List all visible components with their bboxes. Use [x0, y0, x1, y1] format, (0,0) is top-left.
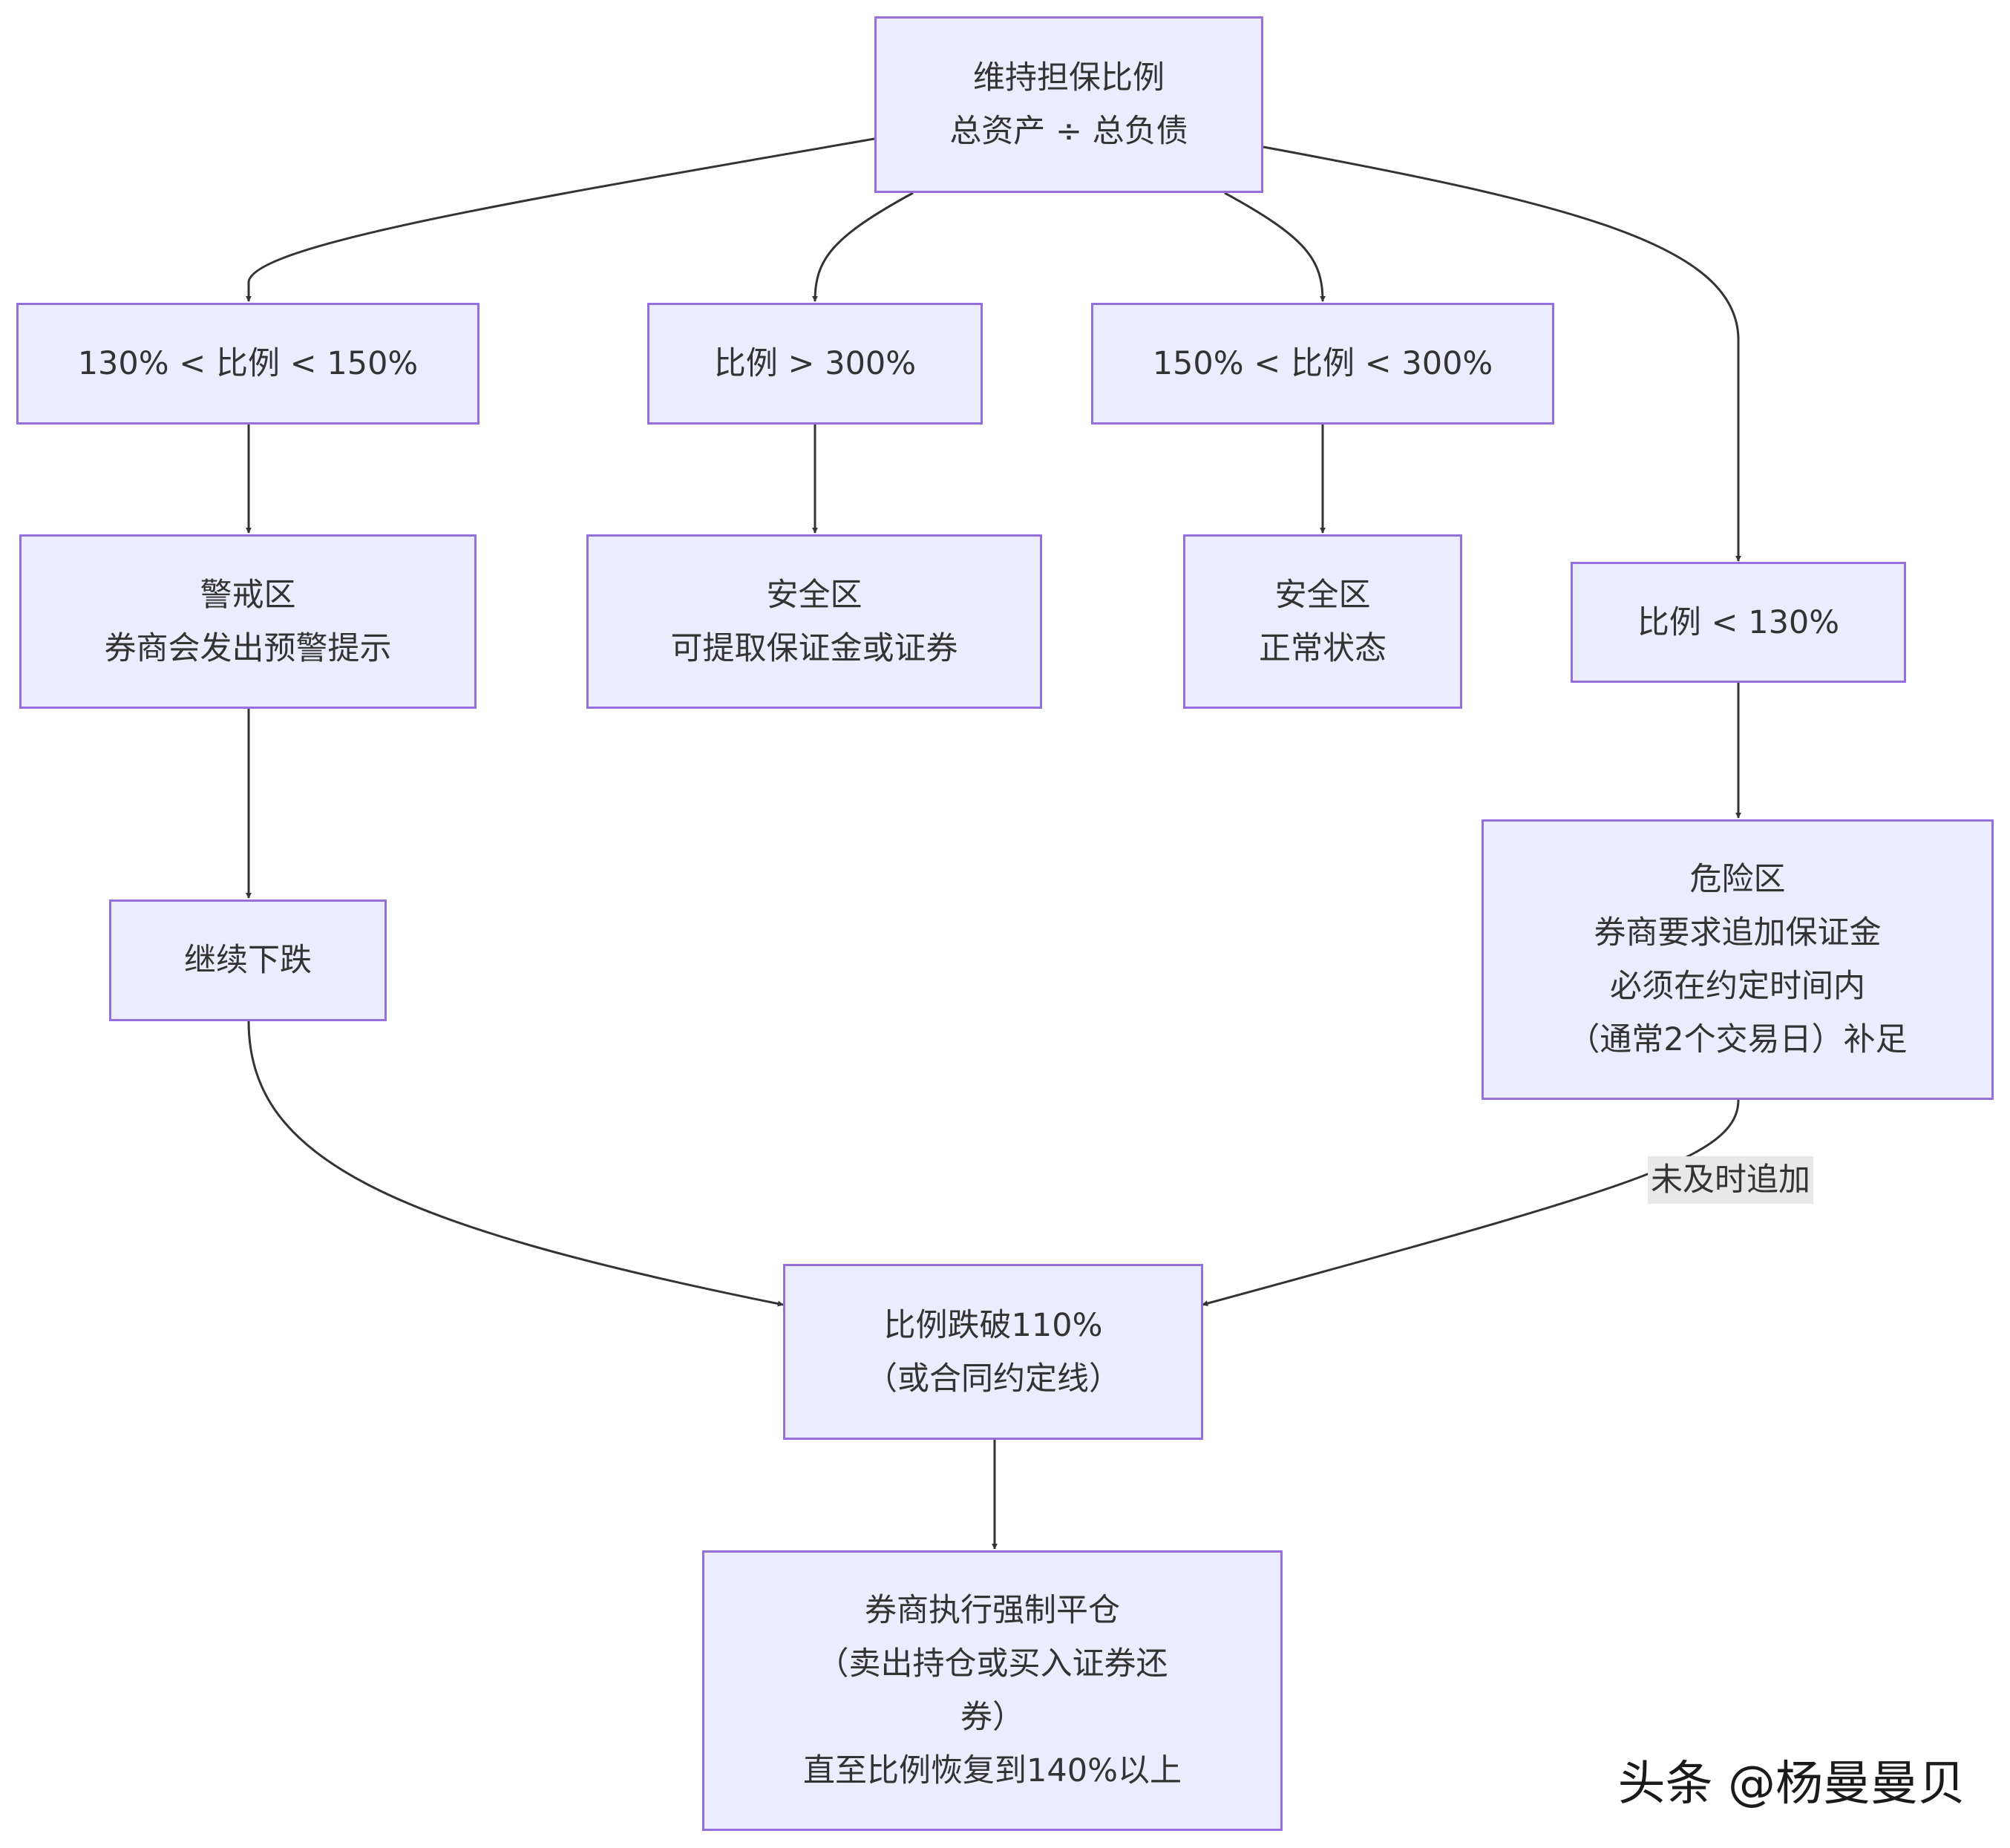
node-danger-zone-line: 券商要求追加保证金 — [1594, 914, 1882, 951]
node-break-110: 比例跌破110% （或合同约定线） — [783, 1264, 1203, 1440]
node-root-line: 总资产 ÷ 总负债 — [949, 113, 1188, 150]
node-ratio-150-300: 150% < 比例 < 300% — [1091, 303, 1554, 425]
node-break-110-line: 比例跌破110% — [883, 1306, 1103, 1344]
node-safe-zone-withdraw-line: 可提取保证金或证券 — [670, 629, 958, 667]
node-warning-zone-line: 券商会发出预警提示 — [104, 629, 392, 667]
node-safe-zone-normal-line: 正常状态 — [1259, 629, 1387, 667]
node-ratio-150-300-line: 150% < 比例 < 300% — [1152, 345, 1493, 382]
node-forced-liquidation-line: 券） — [960, 1699, 1024, 1736]
edge-root-to-150-300 — [1224, 191, 1326, 302]
node-ratio-gt-300-line: 比例 > 300% — [713, 345, 917, 382]
node-root: 维持担保比例 总资产 ÷ 总负债 — [874, 16, 1263, 193]
node-forced-liquidation-line: 直至比例恢复到140%以上 — [803, 1752, 1182, 1789]
node-danger-zone-line: 危险区 — [1689, 861, 1786, 898]
node-ratio-lt-130: 比例 < 130% — [1571, 562, 1906, 683]
edge-label-not-in-time: 未及时追加 — [1648, 1156, 1813, 1204]
node-safe-zone-normal-line: 安全区 — [1274, 576, 1371, 614]
node-safe-zone-withdraw: 安全区 可提取保证金或证券 — [586, 534, 1042, 709]
node-forced-liquidation-line: （卖出持仓或买入证券还 — [816, 1645, 1168, 1682]
node-safe-zone-normal: 安全区 正常状态 — [1183, 534, 1462, 709]
node-danger-zone: 危险区 券商要求追加保证金 必须在约定时间内 （通常2个交易日）补足 — [1482, 819, 1994, 1100]
node-root-line: 维持担保比例 — [973, 59, 1165, 96]
node-ratio-lt-130-line: 比例 < 130% — [1637, 603, 1840, 641]
node-ratio-130-150: 130% < 比例 < 150% — [16, 303, 479, 425]
node-danger-zone-line: 必须在约定时间内 — [1610, 968, 1865, 1005]
watermark: 头条 @杨曼曼贝 — [1617, 1757, 1965, 1812]
node-ratio-130-150-line: 130% < 比例 < 150% — [77, 345, 419, 382]
node-forced-liquidation-line: 券商执行强制平仓 — [865, 1592, 1120, 1629]
node-continue-fall: 继续下跌 — [109, 900, 387, 1021]
node-break-110-line: （或合同约定线） — [865, 1360, 1121, 1398]
edge-root-to-lt130 — [1263, 145, 1741, 562]
node-safe-zone-withdraw-line: 安全区 — [766, 576, 862, 614]
edge-root-to-130-150 — [246, 137, 875, 302]
node-continue-fall-line: 继续下跌 — [184, 942, 312, 979]
node-warning-zone-line: 警戒区 — [200, 576, 296, 614]
node-warning-zone: 警戒区 券商会发出预警提示 — [19, 534, 477, 709]
edge-continue-to-break110 — [247, 1020, 784, 1307]
node-ratio-gt-300: 比例 > 300% — [647, 303, 983, 425]
node-danger-zone-line: （通常2个交易日）补足 — [1568, 1021, 1908, 1058]
node-forced-liquidation: 券商执行强制平仓 （卖出持仓或买入证券还 券） 直至比例恢复到140%以上 — [702, 1550, 1283, 1831]
edge-danger-to-break110 — [1202, 1099, 1740, 1306]
edge-root-to-300 — [812, 191, 914, 302]
